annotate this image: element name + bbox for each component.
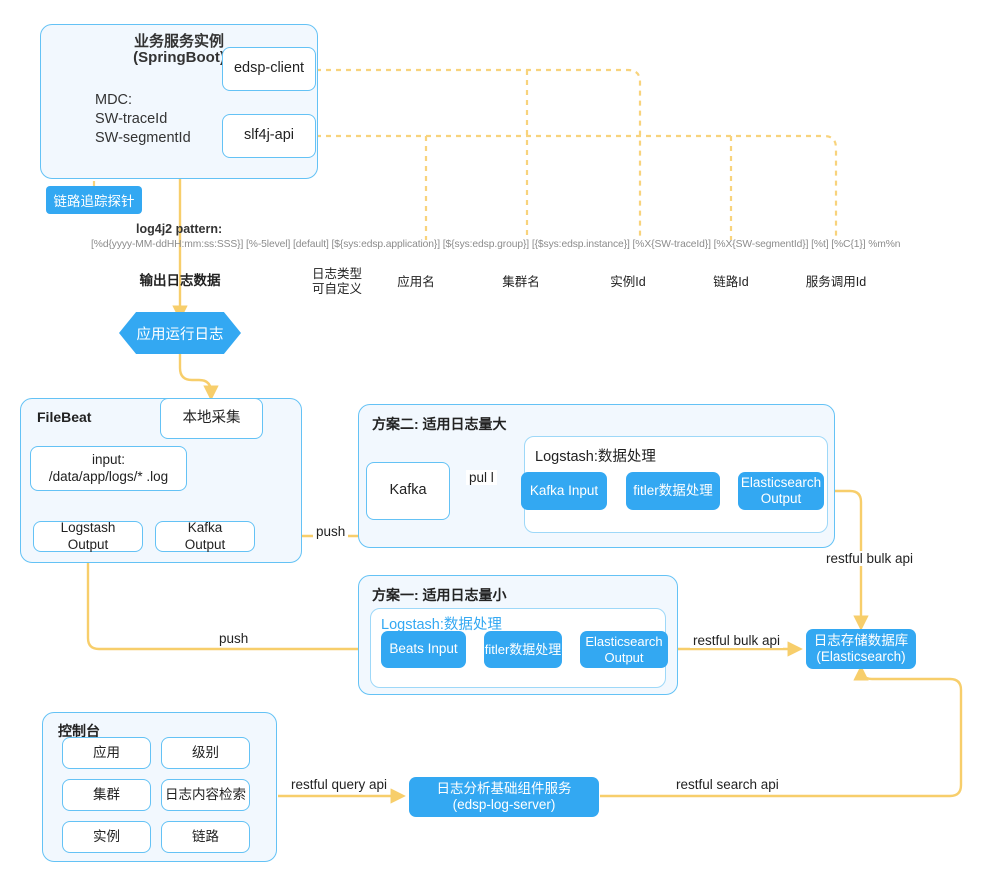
field-label-cluster-name: 集群名	[502, 275, 540, 289]
edge-label-push-top: push	[313, 524, 349, 539]
log-storage-node[interactable]: 日志存储数据库 (Elasticsearch)	[806, 629, 916, 669]
log4j2-pattern-value: [%d{yyyy-MM-ddHH:mm:ss:SSS}] [%-5level] …	[91, 239, 901, 250]
field-label-output-log: 输出日志数据	[139, 273, 221, 288]
logstash-output-node[interactable]: Logstash Output	[33, 520, 143, 552]
log-server-line2: (edsp-log-server)	[452, 797, 556, 812]
plan-two-stage-kafka-input-label: Kafka Input	[529, 482, 599, 498]
logstash-output-line1: Logstash	[60, 520, 116, 536]
plan-one-logstash-title: Logstash:数据处理	[381, 617, 502, 633]
filebeat-input-line1: input:	[91, 452, 126, 468]
logstash-output-line2: Output	[67, 536, 109, 552]
plan-one-stage-es-output-line2: Output	[604, 649, 644, 665]
edge-label-restful-search-api: restful search api	[673, 777, 782, 792]
edsp-client-node[interactable]: edsp-client	[222, 47, 316, 91]
plan-two-stage-es-output[interactable]: Elasticsearch Output	[738, 472, 824, 510]
field-label-log-type: 日志类型	[311, 267, 362, 281]
service-panel-title-line1: 业务服务实例	[133, 33, 224, 50]
console-button-app-label: 应用	[93, 744, 120, 760]
log4j2-pattern-title: log4j2 pattern:	[136, 222, 223, 236]
plan-one-stage-es-output-line1: Elasticsearch	[585, 633, 663, 649]
plan-two-stage-es-output-line1: Elasticsearch	[740, 474, 822, 490]
slf4j-api-node[interactable]: slf4j-api	[222, 114, 316, 158]
log-server-line1: 日志分析基础组件服务	[436, 780, 572, 796]
console-button-level-label: 级别	[192, 744, 219, 760]
trace-probe-badge[interactable]: 链路追踪探针	[46, 186, 142, 214]
plan-one-stage-filter[interactable]: fitler数据处理	[484, 631, 562, 668]
edge-label-restful-bulk-api-right: restful bulk api	[823, 551, 917, 566]
edge-label-restful-query-api: restful query api	[288, 777, 391, 792]
kafka-label: Kafka	[389, 482, 427, 499]
filebeat-input-node: input: /data/app/logs/* .log	[30, 446, 187, 491]
field-label-span-id: 服务调用Id	[805, 275, 867, 289]
console-title: 控制台	[58, 723, 100, 739]
plan-one-stage-beats-input[interactable]: Beats Input	[381, 631, 466, 668]
field-label-instance-id: 实例Id	[610, 275, 646, 289]
console-button-instance[interactable]: 实例	[62, 821, 151, 853]
console-button-app[interactable]: 应用	[62, 737, 151, 769]
console-button-instance-label: 实例	[93, 828, 120, 844]
filebeat-title: FileBeat	[37, 409, 92, 425]
console-button-cluster[interactable]: 集群	[62, 779, 151, 811]
console-button-log-search[interactable]: 日志内容检索	[161, 779, 250, 811]
plan-two-stage-kafka-input[interactable]: Kafka Input	[521, 472, 607, 510]
trace-probe-label: 链路追踪探针	[53, 194, 135, 209]
mdc-label-line3: SW-segmentId	[95, 130, 191, 146]
plan-two-stage-es-output-line2: Output	[760, 491, 802, 506]
field-label-log-type-custom: 可自定义	[311, 282, 362, 296]
console-button-cluster-label: 集群	[93, 786, 120, 802]
plan-two-logstash-title: Logstash:数据处理	[535, 449, 656, 465]
kafka-output-line2: Output	[184, 536, 226, 552]
app-running-log-hex: 应用运行日志	[119, 312, 241, 354]
plan-one-stage-beats-input-label: Beats Input	[389, 641, 458, 657]
console-button-trace[interactable]: 链路	[161, 821, 250, 853]
plan-two-stage-filter[interactable]: fitler数据处理	[626, 472, 720, 510]
slf4j-api-label: slf4j-api	[244, 127, 294, 144]
kafka-output-node[interactable]: Kafka Output	[155, 520, 255, 552]
plan-two-title: 方案二: 适用日志量大	[372, 416, 507, 432]
plan-two-stage-filter-label: fitler数据处理	[633, 482, 713, 498]
field-label-trace-id: 链路Id	[713, 275, 749, 289]
filebeat-input-line2: /data/app/logs/* .log	[48, 468, 169, 484]
log-storage-line1: 日志存储数据库	[813, 632, 909, 648]
console-button-trace-label: 链路	[192, 828, 219, 844]
field-label-app-name: 应用名	[397, 275, 435, 289]
local-collect-node[interactable]: 本地采集	[160, 398, 263, 439]
app-running-log-label: 应用运行日志	[136, 326, 224, 343]
kafka-output-line1: Kafka	[187, 520, 223, 536]
plan-one-title: 方案一: 适用日志量小	[372, 587, 507, 603]
edsp-client-label: edsp-client	[233, 60, 305, 77]
service-panel-title-line2: (SpringBoot)	[133, 49, 225, 66]
console-button-level[interactable]: 级别	[161, 737, 250, 769]
edge-label-push-bottom: push	[216, 631, 252, 646]
console-button-log-search-label: 日志内容检索	[165, 786, 246, 802]
plan-one-stage-filter-label: fitler数据处理	[484, 641, 562, 657]
local-collect-label: 本地采集	[182, 409, 241, 426]
log-server-node[interactable]: 日志分析基础组件服务 (edsp-log-server)	[409, 777, 599, 817]
mdc-label-line1: MDC:	[95, 92, 133, 108]
kafka-node[interactable]: Kafka	[366, 462, 450, 520]
edge-label-restful-bulk-api-mid: restful bulk api	[690, 633, 784, 648]
pull-edge-label: pul l	[466, 470, 497, 485]
plan-one-stage-es-output[interactable]: Elasticsearch Output	[580, 631, 668, 668]
mdc-label-line2: SW-traceId	[95, 111, 168, 127]
log-storage-line2: (Elasticsearch)	[816, 649, 906, 664]
